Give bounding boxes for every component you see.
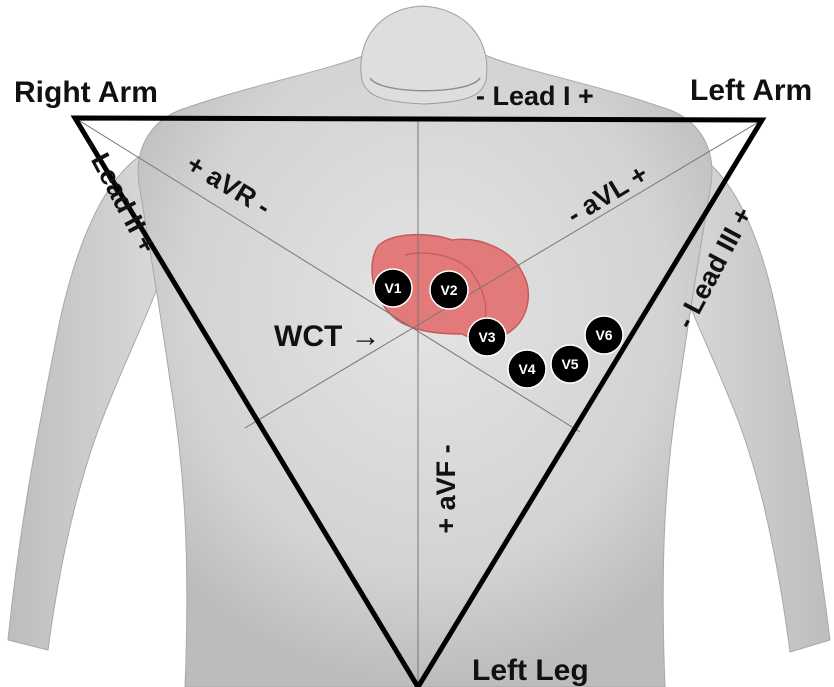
electrode-label: V3 — [478, 329, 495, 345]
electrode-label: V1 — [384, 280, 401, 296]
wct-label: WCT → — [274, 320, 381, 353]
electrode-v3: V3 — [468, 318, 506, 356]
electrode-label: V2 — [440, 282, 457, 298]
torso-shape — [138, 55, 712, 687]
electrode-v1: V1 — [374, 269, 412, 307]
electrode-label: V4 — [518, 361, 535, 377]
left-arm-label: Left Arm — [690, 74, 812, 107]
left-leg-label: Left Leg — [472, 654, 589, 687]
electrode-label: V5 — [561, 356, 578, 372]
electrode-v6: V6 — [585, 316, 623, 354]
aVF-label: + aVF - — [431, 444, 461, 533]
electrode-v5: V5 — [551, 345, 589, 383]
electrode-v4: V4 — [508, 350, 546, 388]
electrode-v2: V2 — [430, 271, 468, 309]
electrode-label: V6 — [595, 327, 612, 343]
neck-shape — [361, 6, 487, 104]
right-arm-label: Right Arm — [14, 76, 158, 109]
lead-I-label: - Lead I + — [476, 81, 594, 111]
